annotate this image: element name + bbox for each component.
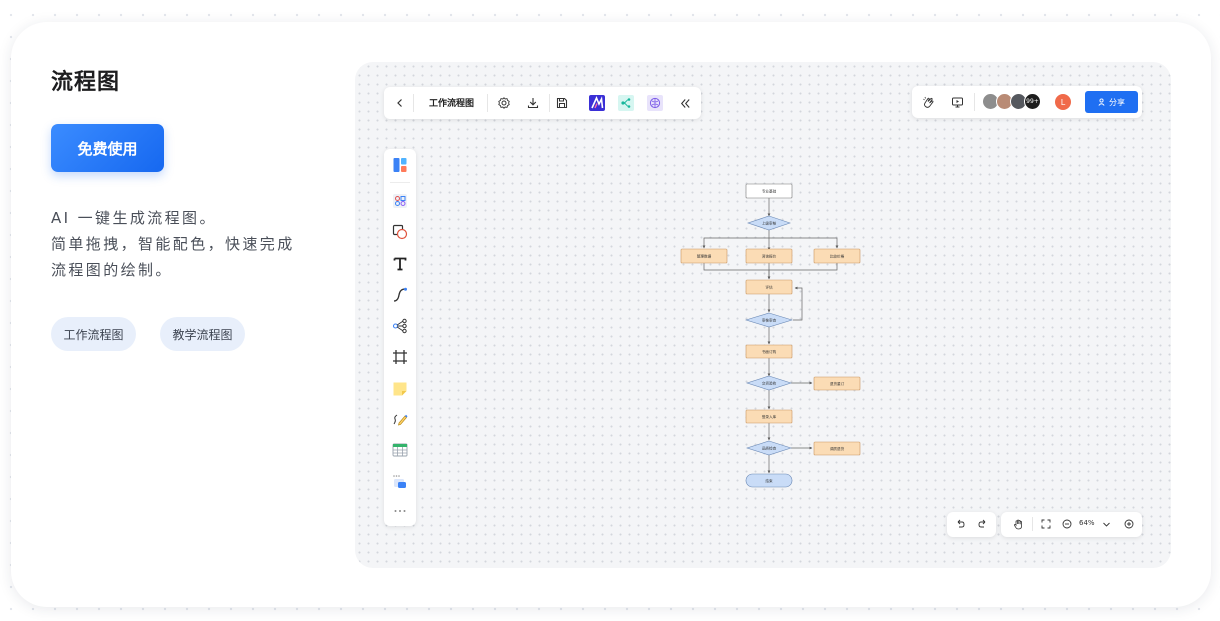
- free-use-button[interactable]: 免费使用: [51, 124, 164, 172]
- divider: [487, 94, 488, 112]
- flow-node-label: 交货验收: [762, 381, 777, 386]
- mindmap-icon[interactable]: [617, 94, 634, 111]
- settings-icon[interactable]: [496, 95, 512, 111]
- flow-node[interactable]: 品质检查: [746, 440, 792, 456]
- zoom-controls: 64%: [1001, 512, 1142, 537]
- table-icon[interactable]: [390, 440, 410, 460]
- flow-node[interactable]: 咨询报价: [745, 248, 793, 264]
- mindmap-tool-icon[interactable]: [390, 316, 410, 336]
- template-icon[interactable]: [390, 155, 410, 175]
- left-toolbar: [384, 149, 416, 526]
- flowchart-connectors: [702, 198, 839, 474]
- current-user-avatar[interactable]: L: [1055, 94, 1071, 110]
- flow-node[interactable]: 结束: [745, 473, 793, 488]
- divider: [390, 182, 410, 183]
- ai-logo-icon[interactable]: [588, 94, 605, 111]
- present-icon[interactable]: [949, 94, 965, 110]
- editor-top-toolbar: 工作流程图: [384, 87, 701, 119]
- flow-node-label: 书面订购: [762, 349, 777, 354]
- undo-icon[interactable]: [953, 517, 967, 531]
- flow-node[interactable]: 评估: [745, 279, 793, 295]
- flow-node[interactable]: 比较价格: [813, 248, 861, 264]
- save-icon[interactable]: [554, 95, 570, 111]
- hand-icon[interactable]: [1011, 517, 1025, 531]
- flow-node-label: 咨询报价: [762, 254, 777, 259]
- description-line: 简单拖拽，智能配色，快速完成: [51, 235, 295, 253]
- editor-canvas[interactable]: 工作流程图: [355, 62, 1171, 568]
- shape-icon[interactable]: [390, 222, 410, 242]
- flow-node-label: 评估: [765, 285, 773, 290]
- more-insert-icon[interactable]: [390, 472, 410, 492]
- zoom-out-icon[interactable]: [1060, 517, 1074, 531]
- brain-icon[interactable]: [646, 94, 663, 111]
- flow-node-label: 整理数据: [697, 254, 712, 259]
- flow-node-label: 品质检查: [762, 446, 777, 451]
- tag-work-flowchart[interactable]: 工作流程图: [51, 317, 136, 351]
- share-label: 分享: [1109, 97, 1125, 107]
- flow-node[interactable]: 上级审核: [747, 215, 791, 231]
- document-title[interactable]: 工作流程图: [429, 99, 475, 109]
- flow-node[interactable]: 调质退货: [813, 441, 861, 456]
- feature-description: AI 一键生成流程图。 简单拖拽，智能配色，快速完成 流程图的绘制。: [51, 205, 331, 283]
- flow-node[interactable]: 退货重订: [813, 376, 861, 391]
- flow-node-label: 审核审查: [762, 318, 777, 323]
- tag-teaching-flowchart[interactable]: 教学流程图: [160, 317, 245, 351]
- divider: [549, 94, 550, 112]
- flow-node-label: 比较价格: [830, 254, 845, 259]
- description-line: AI 一键生成流程图。: [51, 209, 217, 227]
- history-controls: [947, 512, 996, 537]
- flow-node[interactable]: 交货验收: [746, 375, 792, 391]
- flow-node-label: 上级审核: [762, 221, 777, 226]
- flow-node[interactable]: 登录入库: [745, 409, 793, 424]
- flow-node[interactable]: 整理数据: [680, 248, 728, 264]
- more-icon[interactable]: [390, 501, 410, 521]
- flow-node-label: 退货重订: [830, 381, 845, 386]
- flow-node-label: 调质退货: [830, 446, 845, 451]
- collaboration-toolbar: 99+ L 分享: [912, 86, 1142, 118]
- download-icon[interactable]: [525, 95, 541, 111]
- text-icon[interactable]: [390, 254, 410, 274]
- shapes-library-icon[interactable]: [390, 191, 410, 211]
- flow-node[interactable]: 专业基础: [745, 183, 793, 199]
- sticky-note-icon[interactable]: [390, 379, 410, 399]
- share-button[interactable]: 分享: [1085, 91, 1138, 113]
- flow-node[interactable]: 书面订购: [745, 344, 793, 359]
- flow-node-label: 结束: [765, 478, 773, 483]
- collapse-icon[interactable]: [677, 95, 693, 111]
- back-icon[interactable]: [393, 95, 407, 111]
- divider: [974, 93, 975, 111]
- clap-icon[interactable]: [920, 94, 936, 110]
- avatar-count-badge[interactable]: 99+: [1024, 93, 1041, 110]
- chevron-down-icon[interactable]: [1099, 517, 1113, 531]
- flowchart[interactable]: 专业基础 上级审核 整理数据 咨询报价 比较价格 评估 审核审查 书面订购: [355, 62, 1171, 568]
- frame-icon[interactable]: [390, 347, 410, 367]
- page-title: 流程图: [51, 70, 121, 95]
- flow-node-label: 登录入库: [762, 414, 777, 419]
- flow-node-label: 专业基础: [762, 189, 777, 194]
- connector-icon[interactable]: [390, 285, 410, 305]
- user-add-icon: [1098, 98, 1105, 106]
- zoom-in-icon[interactable]: [1122, 517, 1136, 531]
- pen-icon[interactable]: [390, 409, 410, 429]
- divider: [413, 94, 414, 112]
- redo-icon[interactable]: [976, 517, 990, 531]
- divider: [1032, 517, 1033, 531]
- zoom-level[interactable]: 64%: [1079, 519, 1095, 527]
- description-line: 流程图的绘制。: [51, 261, 173, 279]
- flow-node[interactable]: 审核审查: [744, 312, 794, 328]
- fit-icon[interactable]: [1039, 517, 1053, 531]
